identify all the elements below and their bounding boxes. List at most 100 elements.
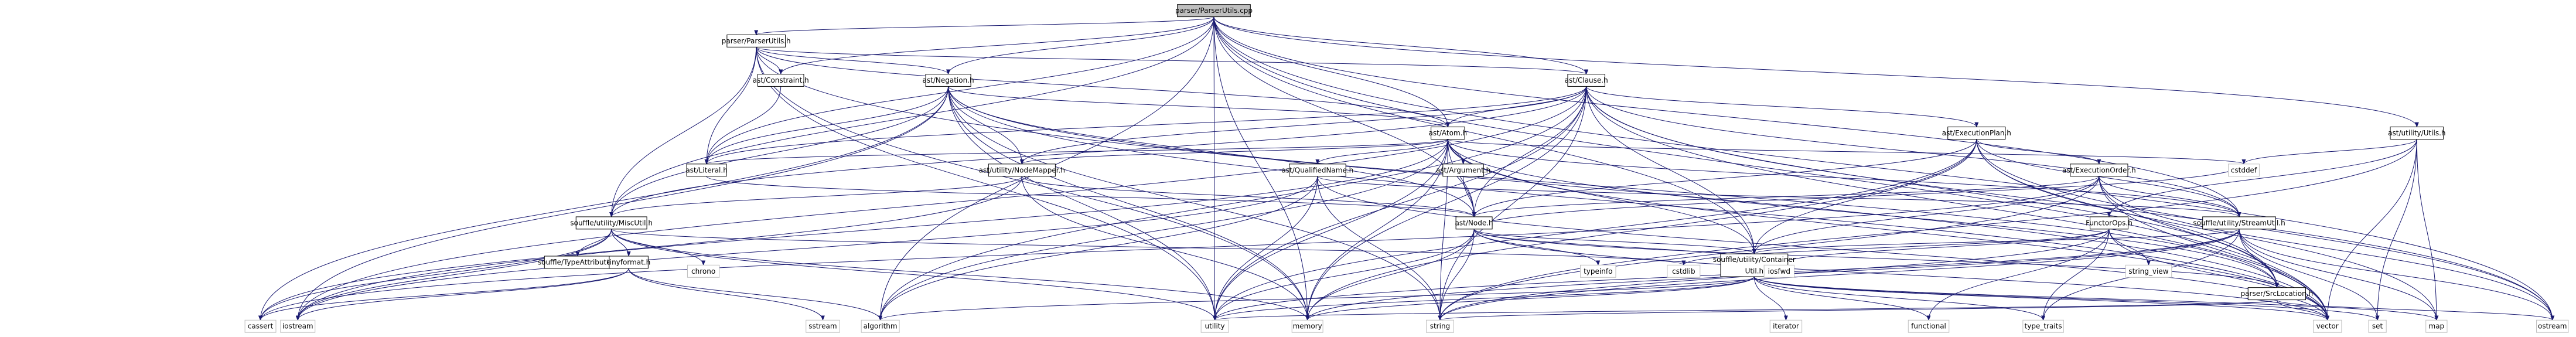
dependency-edge xyxy=(1447,139,2241,217)
node-box xyxy=(1769,319,1803,333)
node-box xyxy=(806,319,840,333)
dependency-edge xyxy=(609,86,1587,217)
graph-node-literal[interactable]: ast/Literal.h xyxy=(685,164,728,177)
node-box xyxy=(1567,74,1605,87)
node-label: set xyxy=(2372,322,2383,331)
dependency-edge xyxy=(756,46,1588,75)
graph-node-typeattr[interactable]: souffle/TypeAttribute.h xyxy=(538,256,617,269)
graph-node-astnode[interactable]: ast/Node.h xyxy=(1455,216,1493,230)
node-label: parser/ParserUtils.h xyxy=(722,37,791,45)
node-box xyxy=(244,319,277,333)
node-layer: parser/ParserUtils.cpp parser/ParserUtils… xyxy=(244,4,2569,333)
dependency-edge xyxy=(1472,86,1587,217)
dependency-edge xyxy=(878,139,1448,321)
dependency-edge xyxy=(1753,276,2329,321)
node-box xyxy=(1291,319,1323,333)
node-box xyxy=(609,256,649,269)
dependency-edge xyxy=(258,176,1022,321)
node-box xyxy=(2368,319,2387,333)
node-label: souffle/utility/StreamUtil.h xyxy=(2193,219,2285,227)
node-label: souffle/TypeAttribute.h xyxy=(538,258,617,266)
dependency-edge xyxy=(628,268,883,321)
graph-node-cstddef: cstddef xyxy=(2228,164,2260,177)
dependency-edge xyxy=(1438,229,1475,321)
dependency-edge xyxy=(609,16,1214,217)
graph-node-tinyformat[interactable]: tinyformat.h xyxy=(607,256,650,269)
node-label: ast/Argument.h xyxy=(1436,166,1490,174)
dependency-edge xyxy=(1447,139,1756,255)
graph-node-streamutil[interactable]: souffle/utility/StreamUtil.h xyxy=(2193,216,2285,230)
dependency-edge xyxy=(704,47,757,165)
node-label: ast/utility/NodeMapper.h xyxy=(979,166,1065,174)
graph-node-constraint[interactable]: ast/Constraint.h xyxy=(753,74,809,87)
dependency-edge xyxy=(295,176,1318,321)
graph-node-execplan[interactable]: ast/ExecutionPlan.h xyxy=(1942,127,2011,140)
dependency-edge xyxy=(1926,229,2110,321)
dependency-edge xyxy=(1473,163,2246,229)
dependency-edge xyxy=(1586,86,2555,321)
dependency-edge xyxy=(1213,16,2555,321)
dependency-edge xyxy=(704,86,1587,165)
node-box xyxy=(1763,264,1794,278)
dependency-edge xyxy=(1753,277,1788,321)
graph-node-execorder[interactable]: ast/ExecutionOrder.h xyxy=(2062,164,2136,177)
graph-node-qualname[interactable]: ast/QualifiedName.h xyxy=(1281,164,1353,177)
graph-node-srcloc[interactable]: parser/SrcLocation.h xyxy=(2241,287,2314,301)
dependency-edge xyxy=(1473,229,2279,288)
graph-node-astutils[interactable]: ast/utility/Utils.h xyxy=(2388,127,2446,140)
dependency-edge xyxy=(1315,139,1448,165)
node-label: memory xyxy=(1293,322,1322,331)
node-box xyxy=(1200,319,1229,333)
node-label: string xyxy=(1430,322,1450,331)
dependency-edge xyxy=(295,139,1448,321)
dependency-edge xyxy=(1305,229,1475,321)
dependency-edge xyxy=(756,47,950,75)
node-box xyxy=(726,34,786,47)
node-box xyxy=(1455,216,1493,230)
graph-node-atom[interactable]: ast/Atom.h xyxy=(1429,127,1468,140)
dependency-edge xyxy=(1777,229,2110,266)
dependency-edge xyxy=(1213,139,1977,321)
dependency-edge xyxy=(779,16,1214,75)
dependency-edge xyxy=(1976,139,2241,217)
dependency-edge xyxy=(1472,176,2100,217)
graph-node-root[interactable]: parser/ParserUtils.cpp xyxy=(1175,4,1253,18)
node-label: ast/Negation.h xyxy=(923,76,974,84)
node-box xyxy=(2247,287,2306,301)
node-label: ostream xyxy=(2538,322,2567,331)
dependency-edge xyxy=(2099,176,2330,321)
graph-node-clause[interactable]: ast/Clause.h xyxy=(1565,74,1608,87)
dependency-edge xyxy=(1019,86,1587,165)
dependency-edge xyxy=(754,16,1214,36)
dependency-edge xyxy=(878,176,1318,321)
dependency-edge xyxy=(705,139,1448,165)
dependency-edge xyxy=(948,86,1217,321)
node-box xyxy=(2536,319,2569,333)
dependency-edge xyxy=(1213,276,1755,321)
graph-node-pu-h[interactable]: parser/ParserUtils.h xyxy=(722,34,791,47)
node-box xyxy=(2228,164,2260,177)
graph-node-negation[interactable]: ast/Negation.h xyxy=(923,74,974,87)
dependency-edge xyxy=(1976,139,2101,165)
node-label: algorithm xyxy=(864,322,898,331)
graph-node-miscutil[interactable]: souffle/utility/MiscUtil.h xyxy=(570,216,653,230)
node-label: cstdlib xyxy=(1672,267,1695,275)
dependency-edge xyxy=(1438,299,2277,321)
dependency-edge xyxy=(1213,16,1476,217)
dependency-edge xyxy=(2108,229,2330,321)
dependency-edge xyxy=(2099,176,2555,321)
graph-node-functorops[interactable]: FunctorOps.h xyxy=(2086,216,2133,230)
node-label: vector xyxy=(2316,322,2339,331)
dependency-edge xyxy=(1473,229,1601,266)
graph-node-nodemapper[interactable]: ast/utility/NodeMapper.h xyxy=(979,164,1065,177)
node-label: type_traits xyxy=(2025,322,2062,331)
dependency-edge xyxy=(878,86,1587,321)
dependency-edge xyxy=(1213,16,1756,255)
node-label: ast/Node.h xyxy=(1455,219,1493,227)
node-label: ast/ExecutionOrder.h xyxy=(2062,166,2136,174)
node-box xyxy=(925,74,971,87)
dependency-edge xyxy=(948,86,1476,217)
dependency-edge xyxy=(948,86,1442,321)
graph-node-utility: utility xyxy=(1200,319,1229,333)
graph-node-argument[interactable]: ast/Argument.h xyxy=(1436,164,1490,177)
